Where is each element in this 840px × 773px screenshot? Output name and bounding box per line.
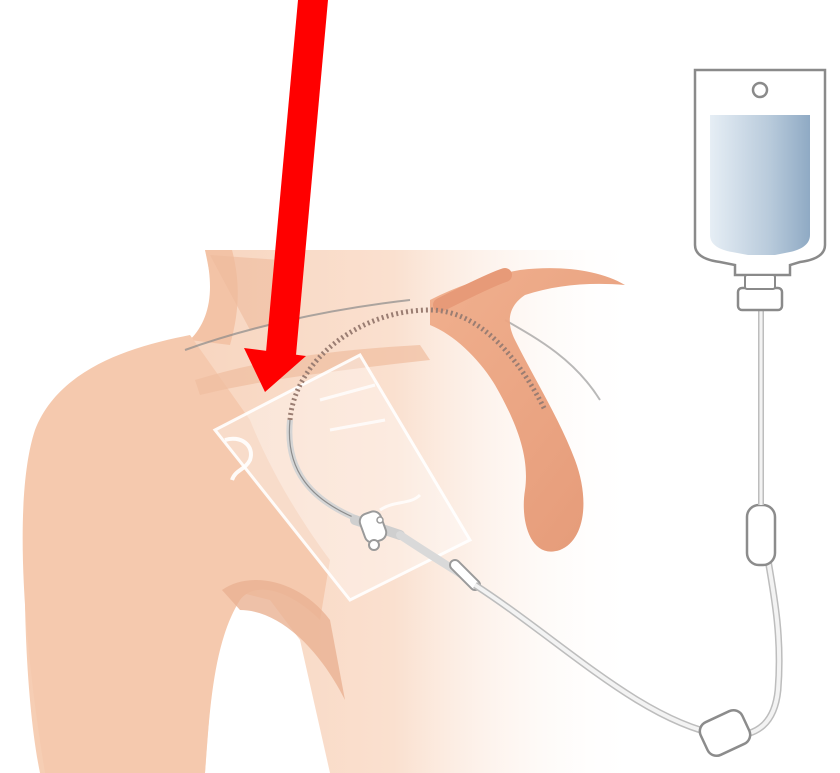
iv-bag-icon xyxy=(695,70,825,310)
